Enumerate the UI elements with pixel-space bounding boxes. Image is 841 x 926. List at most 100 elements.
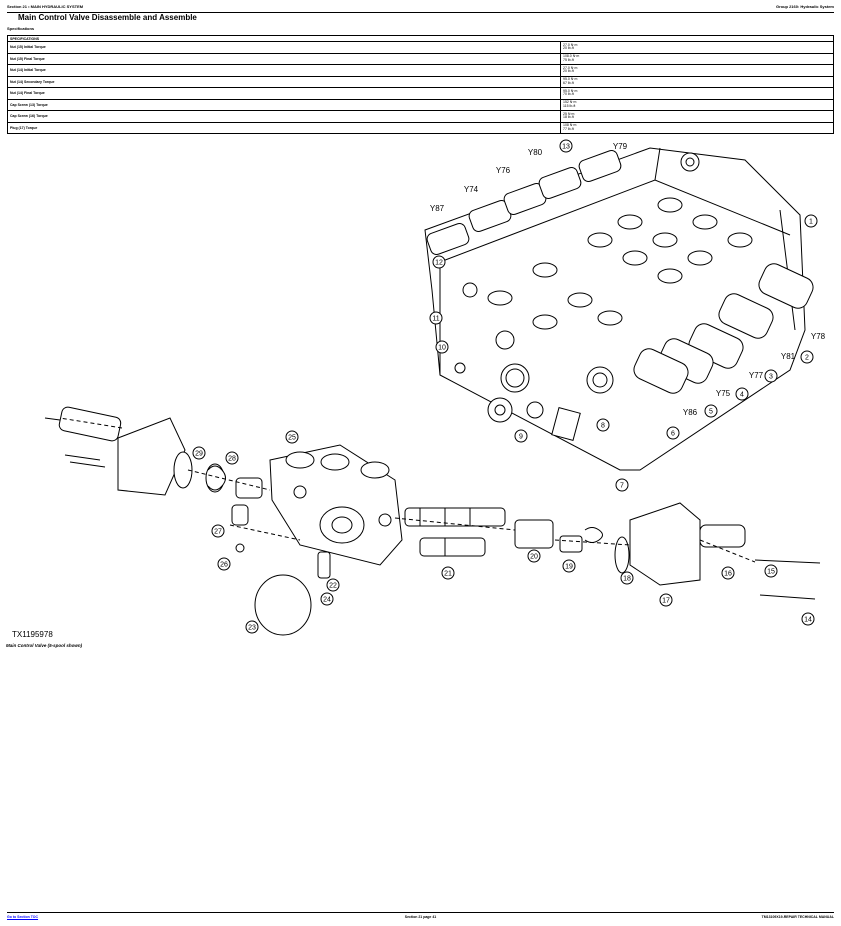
svg-text:1: 1 [809,219,813,226]
svg-text:2: 2 [805,355,809,362]
callout-1: 1 [804,214,818,228]
y-label-y76: Y76 [496,166,511,175]
svg-text:5: 5 [709,409,713,416]
main-control-valve-diagram: 1234567891011121314151617181920212223242… [44,139,826,636]
svg-text:6: 6 [671,431,675,438]
svg-text:15: 15 [767,569,775,576]
callout-22: 22 [326,578,340,592]
spec-item: Cap Screw (13) Torque [7,98,561,111]
callout-12: 12 [432,255,446,269]
svg-text:13: 13 [562,144,570,151]
svg-text:25: 25 [288,435,296,442]
y-label-y78: Y78 [811,332,826,341]
spec-item: Nut (14) Initial Torque [7,64,561,77]
callout-15: 15 [764,564,778,578]
svg-text:23: 23 [248,625,256,632]
svg-text:17: 17 [662,598,670,605]
callout-26: 26 [217,557,231,571]
callout-23: 23 [245,620,259,634]
valve-body-assembly [424,147,814,471]
leader-lines [59,417,756,563]
callout-27: 27 [211,524,225,538]
svg-text:21: 21 [444,571,452,578]
callout-14: 14 [801,612,815,626]
callout-13: 13 [559,139,573,153]
callout-4: 4 [735,387,749,401]
callout-17: 17 [659,593,673,607]
svg-text:28: 28 [228,456,236,463]
callout-7: 7 [615,478,629,492]
svg-text:26: 26 [220,562,228,569]
svg-text:16: 16 [724,571,732,578]
svg-text:7: 7 [620,483,624,490]
svg-text:8: 8 [601,423,605,430]
spec-item: Nut (14) Secondary Torque [7,75,561,88]
spec-header: SPECIFICATIONS [7,35,834,42]
y-label-y81: Y81 [781,352,796,361]
callout-11: 11 [429,311,443,325]
page-title: Main Control Valve Disassemble and Assem… [18,13,197,22]
specifications-label: Specifications [7,26,35,31]
svg-text:12: 12 [435,260,443,267]
spec-header-row: SPECIFICATIONS [7,35,834,42]
y-label-y77: Y77 [749,371,764,380]
svg-text:19: 19 [565,564,573,571]
y-label-y74: Y74 [464,185,479,194]
svg-text:29: 29 [195,451,203,458]
spec-item: Plug (17) Torque [7,121,561,134]
spec-item: Nut (15) Final Torque [7,52,561,65]
svg-text:4: 4 [740,392,744,399]
callout-6: 6 [666,426,680,440]
callout-2: 2 [800,350,814,364]
callout-21: 21 [441,566,455,580]
svg-text:22: 22 [329,583,337,590]
y-label-y75: Y75 [716,389,731,398]
callout-8: 8 [596,418,610,432]
callout-10: 10 [435,340,449,354]
toc-link[interactable]: Go to Section TOC [7,915,39,919]
y-label-y79: Y79 [613,142,628,151]
svg-text:3: 3 [769,374,773,381]
callout-16: 16 [721,566,735,580]
callout-5: 5 [704,404,718,418]
y-label-y86: Y86 [683,408,698,417]
figure-caption: Main Control Valve (5-spool shown) [6,643,83,648]
svg-text:10: 10 [438,345,446,352]
svg-text:18: 18 [623,576,631,583]
callout-3: 3 [764,369,778,383]
callout-18: 18 [620,571,634,585]
callout-24: 24 [320,592,334,606]
y-label-y80: Y80 [528,148,543,157]
manual-id: TM13109X19-REPAIR TECHNICAL MANUAL [761,915,834,919]
callout-29: 29 [192,446,206,460]
page-number: Section 21 page 41 [404,915,437,919]
svg-text:27: 27 [214,529,222,536]
left-end-cap-assembly [44,406,263,553]
callout-25: 25 [285,430,299,444]
header-group: Group 2160: Hydraulic System [775,4,834,9]
callout-19: 19 [562,559,576,573]
svg-text:24: 24 [323,597,331,604]
center-housing-assembly [254,444,403,636]
y-label-y87: Y87 [430,204,445,213]
page-header: Section 21 • MAIN HYDRAULIC SYSTEM Group… [7,4,834,13]
svg-text:20: 20 [530,554,538,561]
figure-id: TX1195978 [12,630,53,639]
svg-text:14: 14 [804,617,812,624]
spec-item: Cap Screw (16) Torque [7,110,561,123]
